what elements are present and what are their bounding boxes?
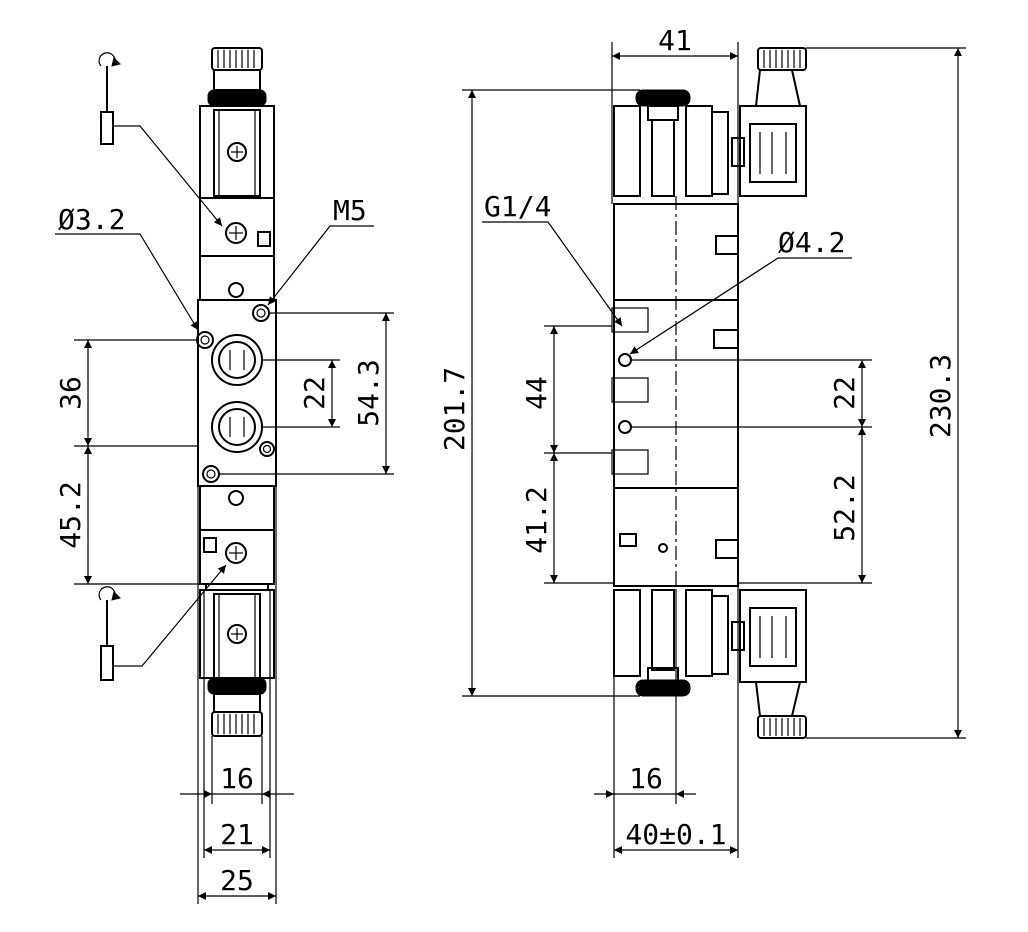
dim-diameter-3-2: Ø3.2 bbox=[58, 203, 125, 236]
dim-41: 41 bbox=[658, 24, 692, 57]
dim-22-left: 22 bbox=[298, 376, 331, 410]
bottom-connector bbox=[731, 589, 807, 739]
dim-52-2: 52.2 bbox=[828, 474, 861, 541]
screwdriver-icon-bottom bbox=[98, 586, 121, 681]
dim-25: 25 bbox=[220, 864, 254, 897]
dim-thread-g1-4: G1/4 bbox=[484, 190, 551, 223]
top-solenoid bbox=[199, 105, 275, 199]
dim-22-right: 22 bbox=[828, 376, 861, 410]
top-knob bbox=[207, 47, 267, 107]
valve-body-front bbox=[196, 197, 277, 591]
screwdriver-icon-top bbox=[98, 52, 121, 145]
valve-body-side bbox=[611, 196, 739, 590]
bottom-button bbox=[635, 679, 691, 697]
top-button bbox=[635, 89, 691, 107]
dim-16-left: 16 bbox=[220, 762, 254, 795]
dim-41-2: 41.2 bbox=[520, 486, 553, 553]
bottom-solenoid bbox=[199, 589, 275, 737]
dim-16-right: 16 bbox=[629, 762, 663, 795]
top-connector bbox=[731, 47, 807, 197]
dim-36: 36 bbox=[54, 376, 87, 410]
dim-diameter-4-2: Ø4.2 bbox=[778, 226, 845, 259]
front-view: Ø3.2 M5 36 45.2 22 54.3 16 bbox=[54, 47, 394, 904]
dim-230-3: 230.3 bbox=[924, 354, 957, 438]
dim-21: 21 bbox=[220, 818, 254, 851]
dim-201-7: 201.7 bbox=[438, 367, 471, 451]
dim-44: 44 bbox=[520, 376, 553, 410]
dim-54-3: 54.3 bbox=[352, 359, 385, 426]
dim-thread-m5: M5 bbox=[333, 194, 367, 227]
dim-45-2: 45.2 bbox=[54, 481, 87, 548]
dim-40-tolerance: 40±0.1 bbox=[625, 818, 726, 851]
side-view: G1/4 Ø4.2 41 201.7 44 41.2 22 52.2 bbox=[438, 24, 966, 858]
